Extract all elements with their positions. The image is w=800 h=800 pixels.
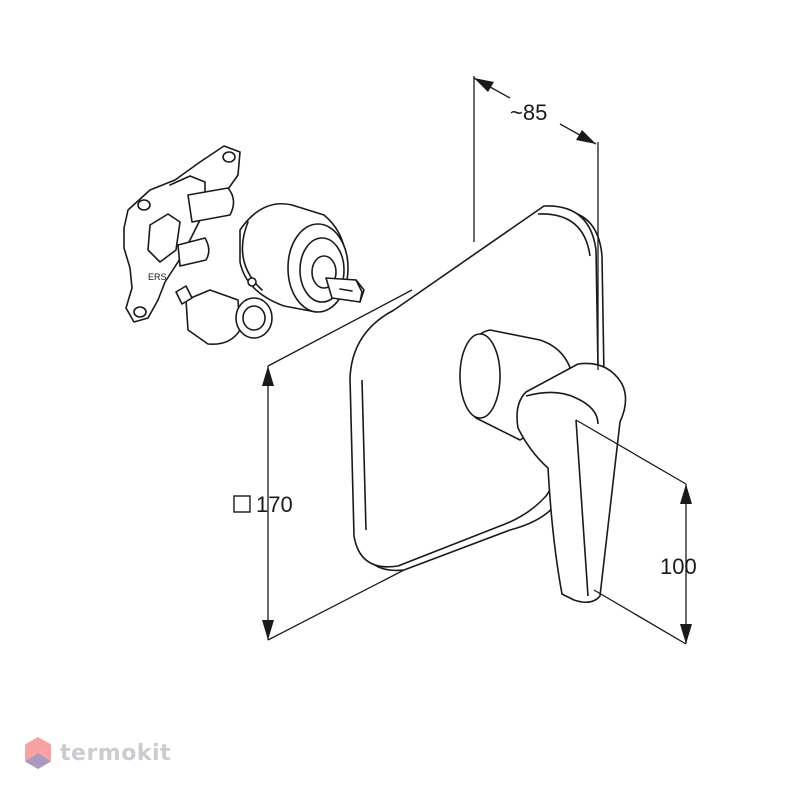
valve-marking: ERS [148,272,167,282]
watermark-text: termokit [60,740,172,766]
dimension-arrows [262,78,692,644]
plate-size-dimension-label: 170 [256,492,293,517]
termokit-logo-icon [25,737,51,769]
trim-plate [349,205,627,604]
dimension-lines [267,76,687,645]
square-symbol-icon [233,495,251,513]
watermark: termokit [24,736,171,770]
handle-height-dimension-label: 100 [660,554,697,579]
rough-in-valve [123,145,365,346]
depth-dimension-label: ~85 [510,100,547,125]
